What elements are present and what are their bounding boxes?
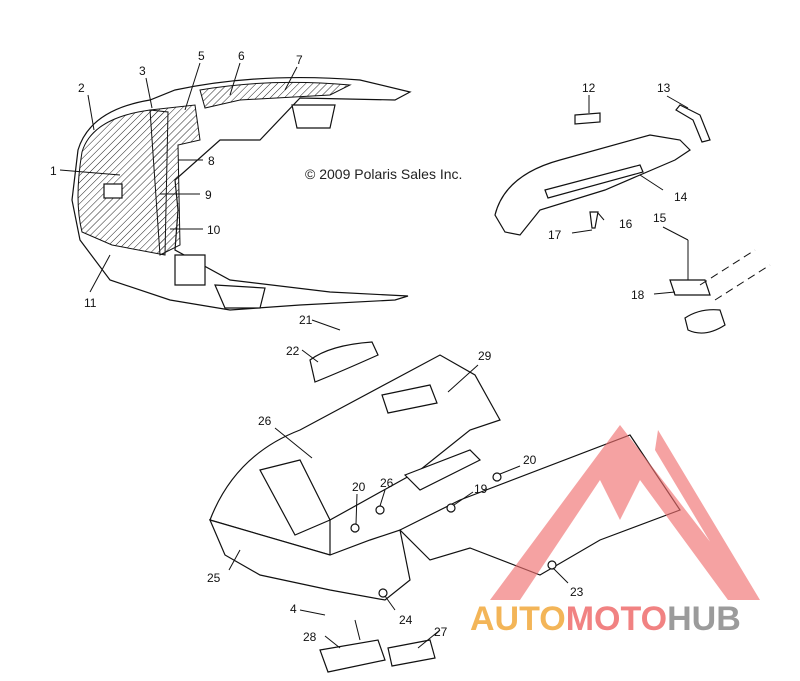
watermark-triangle-icon bbox=[490, 425, 760, 600]
callout-20a: 20 bbox=[352, 480, 366, 494]
callout-15: 15 bbox=[653, 211, 667, 225]
callout-16: 16 bbox=[619, 217, 633, 231]
storage-assembly bbox=[494, 95, 771, 334]
watermark-text: AUTOMOTOHUB bbox=[470, 600, 741, 638]
callout-29: 29 bbox=[478, 349, 492, 363]
callout-27: 27 bbox=[434, 625, 448, 639]
callout-21: 21 bbox=[299, 313, 313, 327]
callout-23: 23 bbox=[570, 585, 584, 599]
hood-assembly bbox=[59, 62, 412, 311]
callout-25: 25 bbox=[207, 571, 221, 585]
callout-10: 10 bbox=[207, 223, 221, 237]
watermark-logo: AUTOMOTOHUB bbox=[470, 425, 760, 638]
callout-28: 28 bbox=[303, 630, 317, 644]
callout-11: 11 bbox=[84, 296, 97, 310]
callout-labels: 1 2 3 5 6 7 8 9 10 11 12 13 14 15 16 17 … bbox=[50, 49, 688, 644]
callout-26a: 26 bbox=[258, 414, 272, 428]
callout-20b: 20 bbox=[523, 453, 537, 467]
copyright-text: © 2009 Polaris Sales Inc. bbox=[305, 166, 462, 182]
callout-26b: 26 bbox=[380, 476, 394, 490]
callout-6: 6 bbox=[238, 49, 245, 63]
callout-13: 13 bbox=[657, 81, 671, 95]
callout-3: 3 bbox=[139, 64, 146, 78]
callout-18: 18 bbox=[631, 288, 645, 302]
callout-1: 1 bbox=[50, 164, 57, 178]
callout-7: 7 bbox=[296, 53, 303, 67]
callout-19: 19 bbox=[474, 482, 488, 496]
callout-2: 2 bbox=[78, 81, 85, 95]
callout-24: 24 bbox=[399, 613, 413, 627]
callout-4: 4 bbox=[290, 602, 297, 616]
callout-12: 12 bbox=[582, 81, 596, 95]
callout-8: 8 bbox=[208, 154, 215, 168]
callout-5: 5 bbox=[198, 49, 205, 63]
callout-17: 17 bbox=[548, 228, 562, 242]
callout-9: 9 bbox=[205, 188, 212, 202]
callout-22: 22 bbox=[286, 344, 300, 358]
callout-14: 14 bbox=[674, 190, 688, 204]
